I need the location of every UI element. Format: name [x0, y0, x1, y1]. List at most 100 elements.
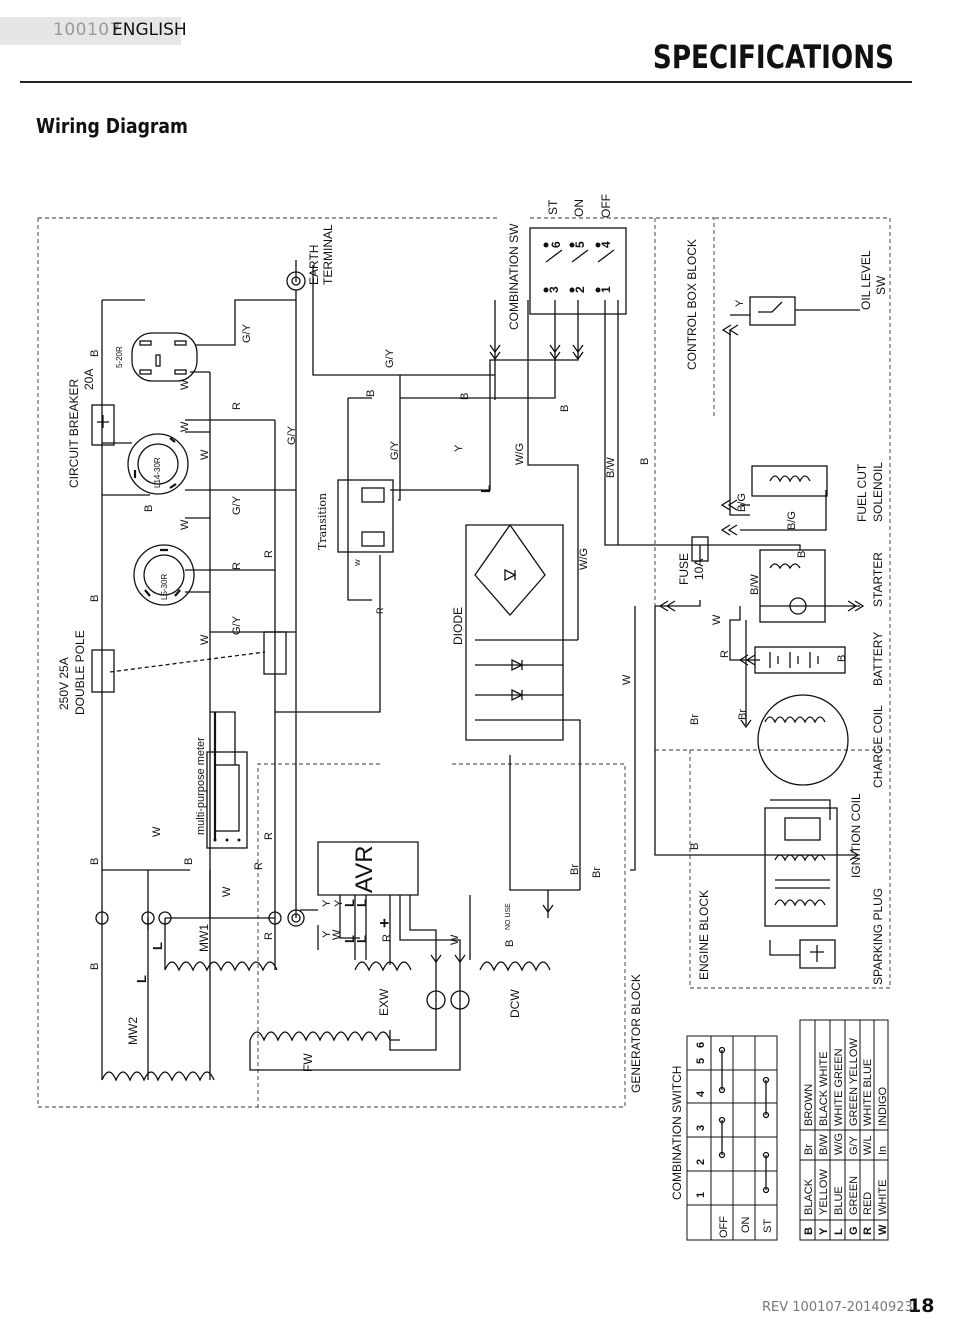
doc-code: 100107: [53, 20, 121, 40]
page-number: 18: [908, 1295, 935, 1317]
ignition-coil-label: IGNITION COIL: [849, 793, 863, 878]
tag-r-9: R: [381, 934, 393, 942]
fuel-cut-label: FUEL CUT: [855, 463, 869, 522]
avr-label: AVR: [351, 845, 378, 893]
tag-r-4: R: [263, 832, 275, 840]
transition-label: Transition: [316, 493, 329, 550]
tag-l-5: L: [354, 899, 369, 907]
tag-y-4: Y: [321, 930, 333, 938]
terminal-circles: [95, 909, 470, 1010]
tag-l-1: L: [478, 485, 493, 493]
tag-w-9: W: [621, 674, 633, 685]
receptacle-5-20r: [131, 332, 198, 382]
legend-name-4: RED: [862, 1192, 874, 1215]
tag-l-6: L: [342, 935, 357, 943]
combo-col-3: 3: [695, 1125, 707, 1131]
legend-name2-0: BROWN: [803, 1084, 815, 1126]
legend-code2-3: G/Y: [848, 1135, 860, 1155]
combo-title: COMBINATION SWITCH: [670, 1066, 684, 1200]
tag-gy-5: G/Y: [384, 348, 396, 368]
tag-r-3: R: [263, 550, 275, 558]
double-pole-label: DOUBLE POLE: [73, 630, 87, 715]
control-box-block-label: CONTROL BOX BLOCK: [685, 239, 699, 370]
starter: [759, 549, 826, 623]
exw-label: EXW: [377, 988, 391, 1016]
revision-label: REV 100107-20140923: [762, 1300, 913, 1315]
connector-arrows: [430, 324, 865, 964]
tag-w-8: W: [355, 559, 362, 566]
charge-coil: [757, 694, 849, 786]
tag-b-3: B: [89, 858, 101, 865]
winding-coils: [101, 961, 551, 1082]
circuit-breaker-label: CIRCUIT BREAKER: [67, 379, 81, 488]
tag-wg-1: W/G: [514, 443, 526, 465]
tag-plus: +: [375, 918, 394, 928]
tag-w-11: W: [449, 934, 461, 945]
tag-b-5: B: [183, 858, 195, 865]
tag-gy-4: G/Y: [231, 615, 243, 635]
receptacle-l14-30r: [127, 433, 189, 495]
legend-name-1: YELLOW: [818, 1169, 830, 1215]
tag-br-2: Br: [737, 709, 749, 720]
section-title: Wiring Diagram: [36, 114, 188, 138]
tag-y-5: Y: [333, 899, 345, 907]
tag-w-4: W: [179, 519, 191, 530]
tag-b-10: B: [639, 458, 651, 465]
block-outlines: [37, 217, 891, 1108]
tag-b-7: B: [365, 390, 377, 397]
engine-block-label: ENGINE BLOCK: [697, 890, 711, 980]
tag-r-6: R: [263, 932, 275, 940]
tag-b-14: B: [504, 940, 516, 947]
multi-purpose-meter: [206, 751, 248, 849]
fuse-10a: [691, 536, 709, 562]
tag-b-11: B: [689, 843, 701, 850]
tag-br-1: Br: [689, 714, 701, 725]
tag-gy-6: G/Y: [389, 440, 401, 460]
tag-r-7: R: [375, 607, 385, 614]
meter-label: multi-purpose meter: [195, 737, 207, 835]
terminal-4: 4: [599, 241, 613, 248]
legend-name-0: BLACK: [803, 1178, 815, 1215]
battery: [754, 646, 846, 674]
combination-sw-label: COMBINATION SW: [507, 223, 521, 330]
legend-code-0: B: [803, 1227, 815, 1235]
legend-code-3: G: [848, 1226, 860, 1235]
tag-l-7: L: [354, 935, 369, 943]
legend-name-3: GREEN: [848, 1176, 860, 1215]
tag-gy-1: G/Y: [241, 323, 253, 343]
tag-b-12: B: [796, 551, 808, 558]
switch-on-label: ON: [572, 199, 586, 217]
tag-br-4: Br: [591, 867, 603, 878]
legend-code2-0: Br: [803, 1144, 815, 1155]
switch-off-label: OFF: [599, 194, 613, 218]
earth-label: EARTH: [307, 245, 321, 285]
fuse-label: FUSE: [677, 553, 691, 585]
double-pole-breaker: [91, 631, 287, 693]
header-rule: [20, 81, 912, 83]
legend-name2-1: BLACK WHITE: [818, 1051, 830, 1126]
tag-w-1: W: [179, 379, 191, 390]
terminal-3: 3: [547, 286, 561, 293]
combo-col-6: 6: [695, 1042, 707, 1048]
legend-code-2: L: [833, 1228, 845, 1235]
earth-terminal: [286, 271, 306, 291]
legend-name2-5: INDIGO: [877, 1086, 889, 1126]
tag-b-2: B: [89, 595, 101, 602]
tag-y-3: Y: [321, 899, 333, 907]
tag-gy-2: G/Y: [286, 425, 298, 445]
mw1-label: MW1: [197, 924, 211, 952]
legend-code2-2: W/G: [833, 1133, 845, 1155]
double-pole-rating: 250V 25A: [57, 657, 71, 710]
combo-col-5: 5: [695, 1058, 707, 1064]
generator-block-label: GENERATOR BLOCK: [629, 974, 643, 1093]
oil-level-sw-label: SW: [874, 275, 888, 295]
l1430-label: L14-30R: [153, 457, 162, 488]
legend-name2-4: WHITE BLUE: [862, 1059, 874, 1126]
legend-name-2: BLUE: [833, 1186, 845, 1215]
battery-label: BATTERY: [871, 632, 885, 686]
tag-b-6: B: [143, 505, 155, 512]
combo-col-4: 4: [695, 1090, 707, 1097]
tag-b-9: B: [559, 405, 571, 412]
terminal-2: 2: [573, 286, 587, 293]
oil-level-label: OIL LEVEL: [859, 250, 873, 310]
